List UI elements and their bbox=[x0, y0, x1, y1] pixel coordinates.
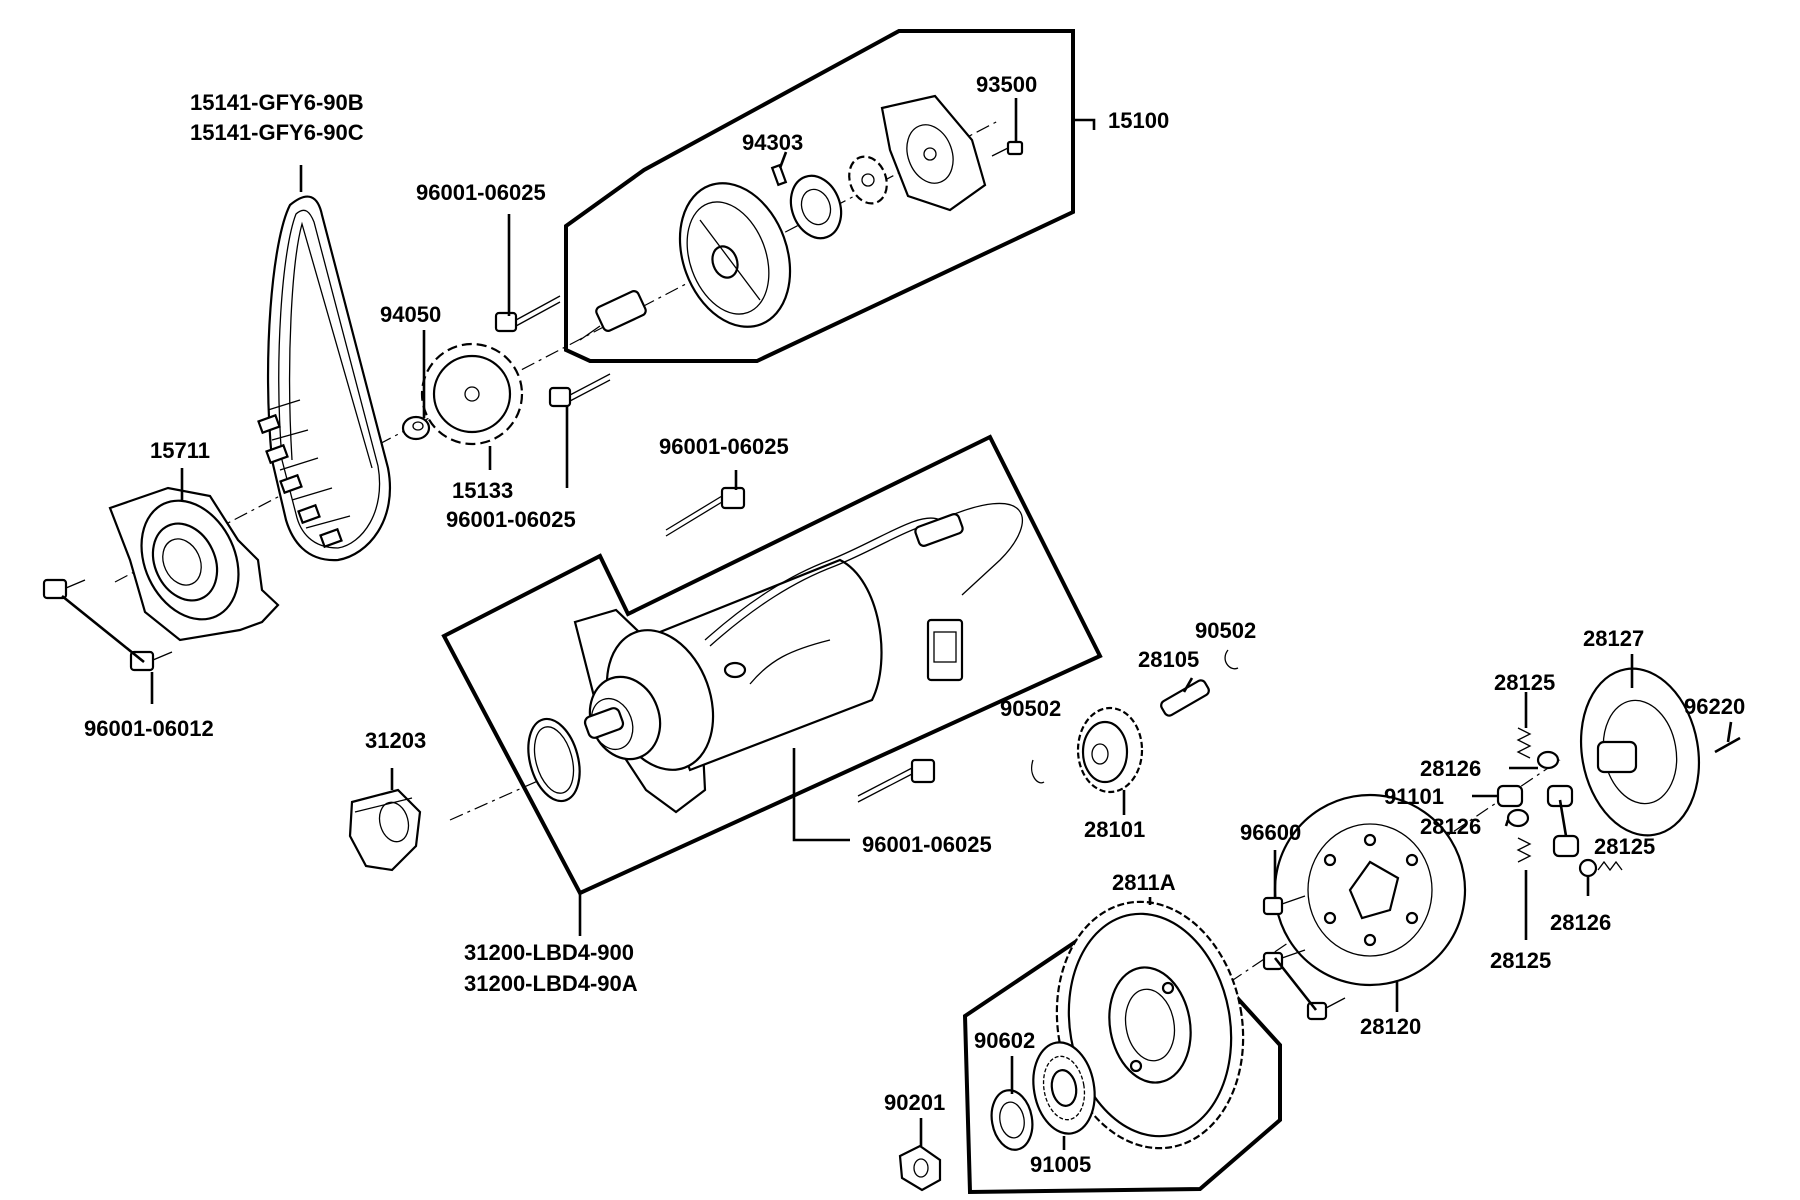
pump-shaft bbox=[579, 290, 647, 341]
label-clip-90502-a: 90502 bbox=[1195, 618, 1256, 643]
upper-axis-line bbox=[114, 119, 1001, 583]
leader-motor-bolt-lower bbox=[792, 748, 850, 842]
clutch-spring-upper bbox=[1516, 727, 1532, 759]
label-bolt-cover: 96001-06012 bbox=[84, 716, 214, 741]
label-bolt-motor-top: 96001-06025 bbox=[659, 434, 789, 459]
gear-nut bbox=[898, 1144, 942, 1192]
oil-pump-assembly-frame bbox=[564, 29, 1075, 363]
label-washer-90602: 90602 bbox=[974, 1028, 1035, 1053]
leader-pin-94303 bbox=[778, 151, 788, 169]
pump-outer-rotor bbox=[789, 174, 843, 240]
label-bolt-93500: 93500 bbox=[976, 72, 1037, 97]
clutch-cap-middle bbox=[1506, 808, 1530, 828]
clutch-roller-lower bbox=[1552, 834, 1580, 858]
clutch-roller-upper bbox=[1496, 784, 1524, 808]
motor-end-cap bbox=[348, 788, 422, 872]
label-nut-90201: 90201 bbox=[884, 1090, 945, 1115]
pump-bolt-upper bbox=[494, 295, 561, 333]
label-bolt-96600: 96600 bbox=[1240, 820, 1301, 845]
label-chain-a: 15141-GFY6-90B bbox=[190, 90, 364, 115]
pump-inner-rotor bbox=[848, 155, 888, 205]
label-cap-28126-b: 28126 bbox=[1420, 814, 1481, 839]
reduction-gear bbox=[1076, 706, 1144, 794]
label-motor-b: 31200-LBD4-90A bbox=[464, 971, 638, 996]
label-outer-28120: 28120 bbox=[1360, 1014, 1421, 1039]
label-clutch-28127: 28127 bbox=[1583, 626, 1644, 651]
label-spring-28125-a: 28125 bbox=[1494, 670, 1555, 695]
clutch-spring-lower bbox=[1597, 860, 1623, 872]
leader-shaft-28105 bbox=[1182, 677, 1194, 693]
motor-o-ring bbox=[527, 717, 581, 803]
label-spring-28125-c: 28125 bbox=[1490, 948, 1551, 973]
chain-cover bbox=[108, 486, 280, 642]
label-pump-assy: 15100 bbox=[1108, 108, 1169, 133]
label-cover-15711: 15711 bbox=[150, 438, 210, 463]
pump-cover bbox=[880, 94, 987, 212]
label-gear-28101: 28101 bbox=[1084, 817, 1145, 842]
leader-clutch-inner bbox=[1558, 799, 1568, 837]
label-roller-91101: 91101 bbox=[1384, 784, 1444, 809]
label-sprocket-15133: 15133 bbox=[452, 478, 513, 503]
leader-pump-assy bbox=[1073, 118, 1096, 130]
clutch-pin bbox=[1714, 736, 1741, 754]
leader-cover-bolt-a bbox=[61, 594, 145, 664]
label-bolt-motor-bottom: 96001-06025 bbox=[862, 832, 992, 857]
label-spring-28125-b: 28125 bbox=[1594, 834, 1655, 859]
drive-chain bbox=[257, 195, 391, 562]
starter-driven-gear bbox=[1055, 900, 1245, 1150]
clutch-bolt-leader bbox=[1273, 957, 1318, 1011]
label-bolt-top: 96001-06025 bbox=[416, 180, 546, 205]
starter-clutch-outer bbox=[1273, 793, 1467, 987]
cover-bolt-upper bbox=[42, 578, 86, 600]
clutch-bolt-upper bbox=[1262, 895, 1306, 916]
motor-bolt-lower bbox=[857, 758, 936, 803]
label-nut-94050: 94050 bbox=[380, 302, 441, 327]
pump-cover-screw bbox=[991, 140, 1024, 157]
motor-bolt-upper bbox=[665, 486, 746, 537]
label-chain-b: 15141-GFY6-90C bbox=[190, 120, 364, 145]
pump-body bbox=[678, 182, 792, 328]
label-pin-94303: 94303 bbox=[742, 130, 803, 155]
label-motor-a: 31200-LBD4-900 bbox=[464, 940, 634, 965]
cap-axis-line bbox=[449, 779, 541, 821]
label-cap-28126-a: 28126 bbox=[1420, 756, 1481, 781]
circlip-upper bbox=[1224, 649, 1239, 670]
one-way-clutch-cover bbox=[1579, 667, 1701, 837]
pump-bolt-lower bbox=[548, 373, 611, 408]
gear-bearing bbox=[1032, 1041, 1096, 1135]
circlip-lower bbox=[1031, 759, 1045, 784]
clutch-cap-upper bbox=[1536, 750, 1560, 770]
label-cap-28126-c: 28126 bbox=[1550, 910, 1611, 935]
label-gear-2811A: 2811A bbox=[1112, 870, 1176, 895]
clutch-spring-middle bbox=[1516, 837, 1532, 863]
label-bolt-sprocket: 96001-06025 bbox=[446, 507, 576, 532]
leader-cap-28126-b bbox=[1504, 819, 1510, 827]
sprocket-nut bbox=[401, 415, 431, 441]
clutch-bolt-middle bbox=[1262, 949, 1306, 971]
reduction-shaft bbox=[1160, 679, 1210, 717]
label-clip-90502-b: 90502 bbox=[1000, 696, 1061, 721]
label-shaft-28105: 28105 bbox=[1138, 647, 1199, 672]
label-pin-96220: 96220 bbox=[1684, 694, 1745, 719]
drive-sprocket bbox=[420, 342, 524, 446]
clutch-cap-lower bbox=[1578, 858, 1598, 878]
label-cap-31203: 31203 bbox=[365, 728, 426, 753]
label-bearing-91005: 91005 bbox=[1030, 1152, 1091, 1177]
gear-washer bbox=[990, 1089, 1034, 1151]
pump-pin bbox=[770, 163, 788, 187]
cover-bolt-lower bbox=[129, 650, 173, 672]
starter-motor bbox=[573, 502, 1023, 814]
leader-pin-96220 bbox=[1726, 721, 1733, 743]
